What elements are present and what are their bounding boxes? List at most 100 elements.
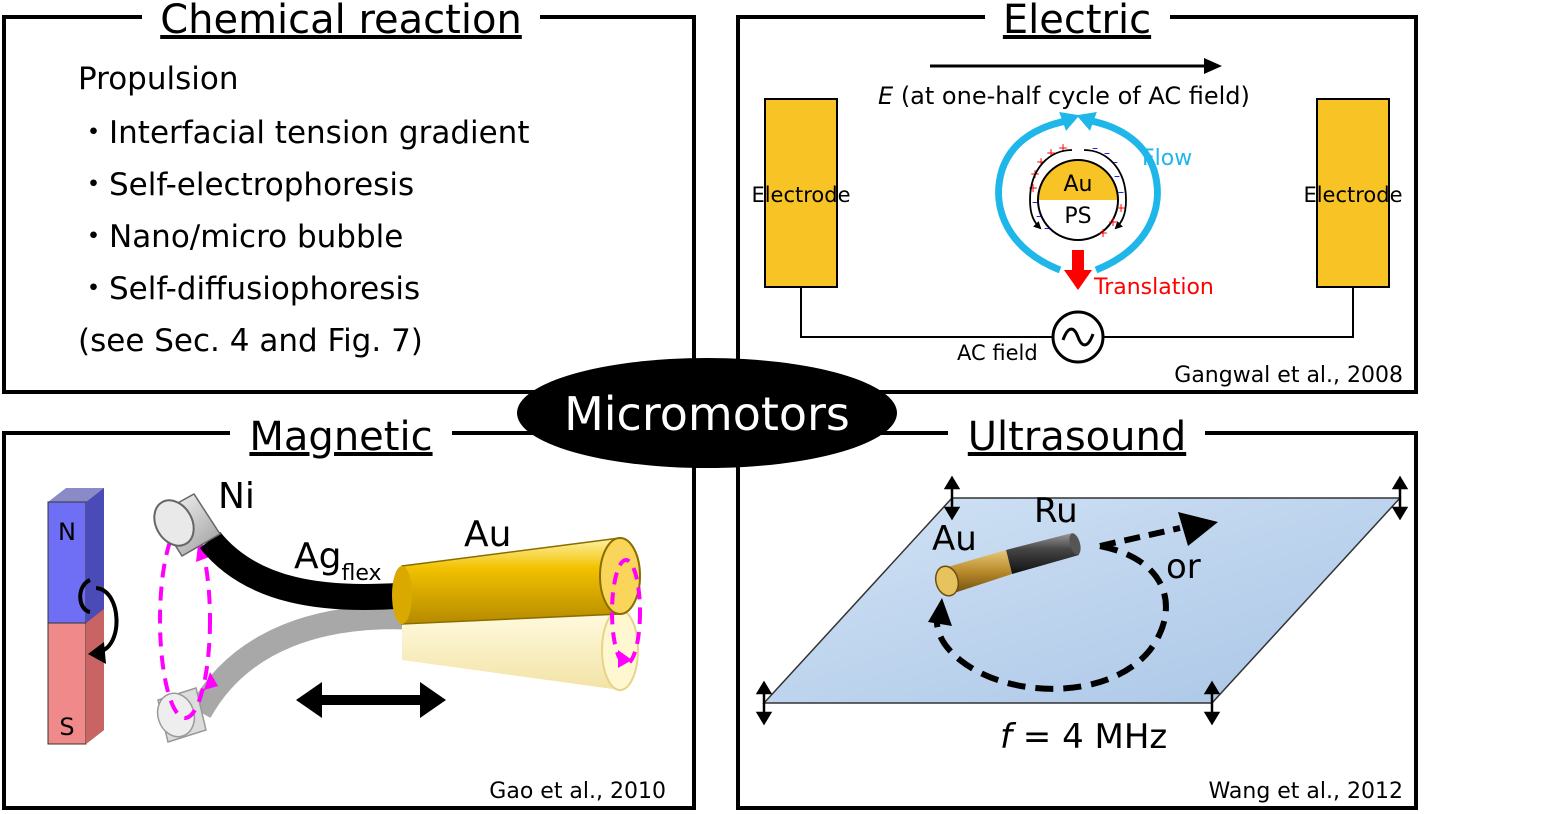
au-segment-end: [599, 537, 641, 615]
slip-arrow-left: [1029, 149, 1073, 230]
trajectory-trace-au: [610, 558, 642, 666]
magnet-s-label: S: [59, 713, 74, 741]
au-segment-ghost: [402, 610, 620, 690]
panel-title: Ultrasound: [968, 414, 1186, 460]
svg-text:–: –: [1044, 221, 1050, 235]
center-ellipse: [517, 358, 897, 468]
ru-end: [1069, 533, 1081, 555]
panel-title: Chemical reaction: [160, 0, 522, 43]
straight-trajectory-head: [1178, 512, 1218, 546]
ag-flex-ghost: [189, 605, 421, 719]
ag-flex-label: Agflex: [294, 536, 382, 586]
citation: Wang et al., 2012: [1209, 779, 1403, 804]
svg-text:+: +: [1036, 155, 1046, 169]
list-item: ・Interfacial tension gradient: [78, 115, 529, 151]
au-end-ghost: [601, 609, 639, 691]
svg-text:+: +: [1028, 181, 1038, 195]
slip-arrow-right: [1083, 149, 1127, 230]
center-label: Micromotors: [564, 387, 850, 441]
ru-segment: [1006, 533, 1079, 574]
circular-trajectory-head: [928, 598, 952, 626]
ni-label: Ni: [218, 476, 255, 517]
panel-ultrasound: Ultrasound Au Ru or f = 4 MHz Wang et: [736, 414, 1418, 810]
rotation-arrow-back: [78, 578, 92, 614]
svg-text:–: –: [1032, 195, 1038, 209]
particle-ps-label: PS: [1064, 204, 1091, 229]
svg-text:+: +: [1058, 141, 1068, 155]
trace-arrow-head: [618, 650, 632, 668]
field-label: E (at one-half cycle of AC field): [878, 82, 1250, 110]
circular-trajectory: [933, 543, 1169, 692]
trajectory-trace-ni: [158, 520, 212, 720]
svg-text:–: –: [1036, 209, 1042, 223]
panel-frame: [736, 15, 1418, 394]
panel-title: Magnetic: [249, 414, 432, 460]
ru-label: Ru: [1034, 491, 1078, 531]
svg-text:+: +: [1046, 146, 1056, 160]
svg-text:+: +: [1108, 215, 1118, 229]
vibrating-plate: [762, 497, 1402, 704]
ag-flex-segment: [199, 531, 422, 611]
citation: Gao et al., 2010: [489, 779, 666, 804]
au-segment-start: [392, 566, 412, 624]
au-rod-segment: [944, 550, 1012, 594]
svg-text:–: –: [1092, 141, 1098, 155]
janus-particle: [1037, 159, 1119, 241]
flow-arrow-right: [1085, 116, 1161, 274]
svg-text:–: –: [1104, 146, 1110, 160]
trace-arrow-head: [204, 672, 218, 690]
charge-markers: ++ ++ +– –– –– –– –+ ++: [1028, 141, 1126, 240]
panel-frame: [2, 15, 696, 394]
panel-magnetic: Magnetic N S: [2, 414, 696, 810]
magnet-n-label: N: [58, 518, 76, 546]
electrode-label: Electrode: [1303, 183, 1402, 207]
flow-label: Flow: [1142, 146, 1192, 171]
reference-note: (see Sec. 4 and Fig. 7): [78, 323, 423, 359]
straight-trajectory: [1099, 525, 1181, 549]
magnet-top: [48, 488, 104, 502]
ac-field-label: AC field: [957, 341, 1038, 365]
svg-text:–: –: [1118, 185, 1124, 199]
au-label: Au: [464, 514, 511, 555]
translation-arrow: [1072, 250, 1084, 272]
svg-text:+: +: [1098, 226, 1108, 240]
citation: Gangwal et al., 2008: [1174, 363, 1403, 388]
wire-left: [800, 287, 1052, 338]
list-item: ・Self-diffusiophoresis: [78, 271, 420, 307]
panel-electric: Electric E (at one-half cycle of AC fiel…: [736, 0, 1418, 394]
electrode-label: Electrode: [751, 183, 850, 207]
au-label: Au: [932, 519, 977, 559]
propulsion-heading: Propulsion: [78, 61, 239, 97]
au-rod-end: [934, 565, 960, 597]
wire-right: [1104, 287, 1354, 338]
flow-arrow-head: [1059, 112, 1080, 131]
au-hemisphere: [1038, 160, 1118, 200]
panel-title: Electric: [1003, 0, 1151, 43]
flow-arrow-left: [995, 116, 1073, 274]
or-label: or: [1166, 547, 1201, 587]
vibration-arrows: [755, 475, 1409, 726]
electrode-right: [1316, 98, 1390, 288]
flow-arrow-head: [1076, 112, 1097, 131]
rotation-arrow: [95, 586, 119, 654]
center-badge: Micromotors: [517, 358, 897, 468]
svg-text:–: –: [1112, 155, 1118, 169]
rotation-arrow-head: [88, 642, 106, 664]
field-arrow-head: [1204, 58, 1222, 74]
oscillation-arrow-head-left: [296, 682, 322, 718]
ni-end: [153, 499, 195, 547]
frequency-label: f = 4 MHz: [1000, 717, 1167, 757]
magnet-side-south: [86, 609, 104, 744]
list-item: ・Nano/micro bubble: [78, 219, 403, 255]
list-item: ・Self-electrophoresis: [78, 167, 414, 203]
electrode-left: [764, 98, 838, 288]
panel-chemical-reaction: Chemical reaction Propulsion ・Interfacia…: [2, 0, 696, 394]
translation-arrow-head: [1064, 270, 1092, 290]
particle-au-label: Au: [1064, 172, 1093, 197]
trace-arrow-head: [196, 545, 212, 562]
translation-label: Translation: [1093, 275, 1214, 300]
ps-hemisphere: [1038, 200, 1118, 240]
sine-wave-icon: [1061, 327, 1095, 347]
svg-text:+: +: [1116, 201, 1126, 215]
